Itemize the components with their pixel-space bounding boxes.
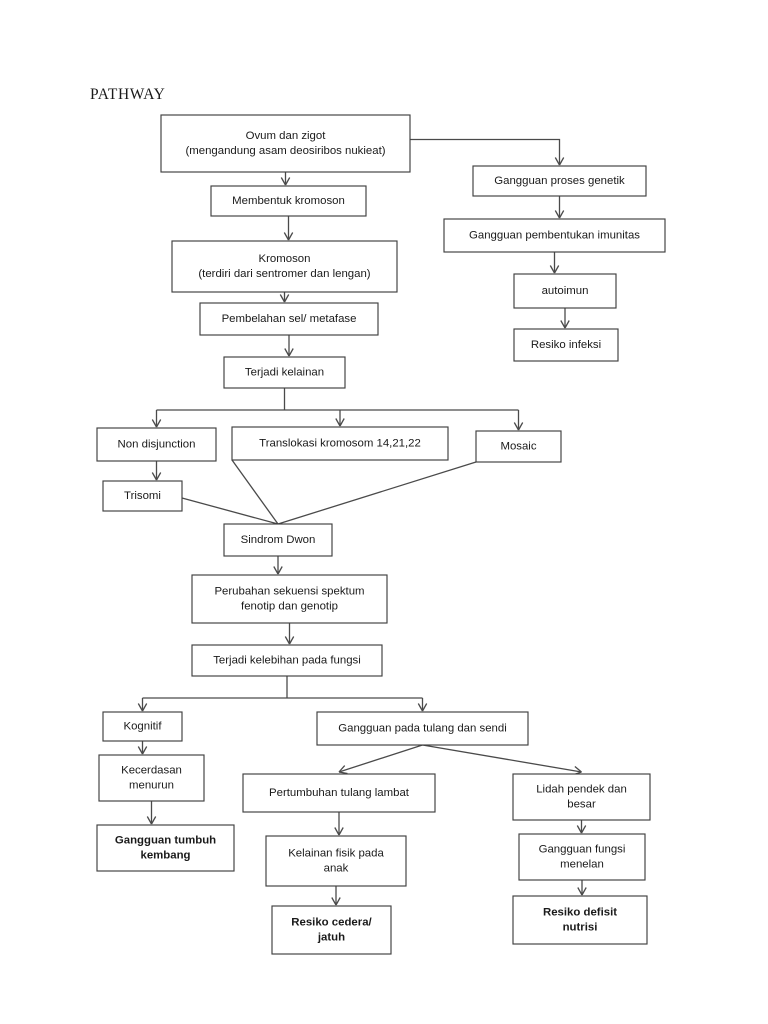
flow-node-label: Pembelahan sel/ metafase [222, 313, 357, 325]
flow-node: Resiko defisit nutrisi [512, 895, 648, 945]
flow-node-label: Gangguan tumbuh [115, 834, 216, 846]
flow-edge [284, 636, 295, 645]
flow-node: Non disjunction [96, 427, 217, 462]
flow-node: Mosaic [475, 430, 562, 463]
flow-node: Pembelahan sel/ metafase [199, 302, 379, 336]
flow-node-label: Kromoson [259, 253, 311, 265]
flow-edge [410, 138, 561, 165]
flow-node: Trisomi [102, 480, 183, 512]
flow-node: Sindrom Dwon [223, 523, 333, 557]
flow-node: Membentuk kromoson [210, 185, 367, 217]
flow-node-label: Gangguan fungsi [539, 843, 626, 855]
flow-edge [137, 703, 148, 712]
flow-node: Kelainan fisik pada anak [265, 835, 407, 887]
flow-node-label: nutrisi [563, 922, 598, 934]
flow-node-label: Membentuk kromoson [232, 195, 345, 207]
flow-edge [284, 348, 294, 357]
flow-node-label: Ovum dan zigot [246, 130, 327, 142]
page-title: PATHWAY [90, 86, 166, 103]
flow-node-label: Resiko defisit [543, 906, 617, 918]
flow-edge [181, 497, 279, 525]
flow-node-label: menelan [560, 859, 604, 871]
flow-node: Pertumbuhan tulang lambat [242, 773, 436, 813]
flow-node: Kognitif [102, 711, 183, 742]
flow-node: Terjadi kelebihan pada fungsi [191, 644, 383, 677]
flow-node-label: Mosaic [500, 441, 536, 453]
flow-edge [231, 459, 279, 525]
flow-edge [554, 157, 565, 166]
flow-edge [560, 320, 570, 329]
flow-edge [554, 210, 565, 219]
flow-node-label: Kelainan fisik pada [288, 847, 384, 859]
flow-node-label: Gangguan pada tulang dan sendi [338, 723, 506, 735]
flow-edge [338, 765, 348, 775]
flow-node-label: Sindrom Dwon [241, 534, 316, 546]
flow-node: Gangguan pada tulang dan sendi [316, 711, 529, 746]
flow-node-label: Resiko cedera/ [291, 916, 372, 928]
flow-node: Lidah pendek dan besar [512, 773, 651, 821]
flow-node: Gangguan pembentukan imunitas [443, 218, 666, 253]
flow-node-label: Kognitif [124, 721, 163, 733]
flow-edge [334, 827, 344, 836]
flow-node: Gangguan proses genetik [472, 165, 647, 197]
flow-node-label: Lidah pendek dan [536, 783, 627, 795]
flow-edge [137, 746, 148, 755]
flow-node-label: menurun [129, 780, 174, 792]
flow-node-label: Gangguan pembentukan imunitas [469, 230, 640, 242]
flow-node-label: Gangguan proses genetik [494, 175, 625, 187]
flow-node-label: Resiko infeksi [531, 339, 601, 351]
flow-node-label: (mengandung asam deosiribos nukieat) [185, 145, 385, 157]
flow-edge [273, 566, 283, 575]
flow-edge [576, 825, 587, 834]
flow-edge [146, 816, 157, 825]
flow-node-label: fenotip dan genotip [241, 601, 338, 613]
flow-edge [280, 177, 291, 186]
flow-node: Kromoson (terdiri dari sentromer dan leng… [171, 240, 398, 293]
flow-node-label: (terdiri dari sentromer dan lengan) [198, 268, 370, 280]
flow-node-label: Terjadi kelebihan pada fungsi [213, 655, 361, 667]
flow-node: Perubahan sekuensi spektum fenotip dan ge… [191, 574, 388, 624]
flow-node-label: Pertumbuhan tulang lambat [269, 787, 410, 799]
flow-node-label: Translokasi kromosom 14,21,22 [259, 438, 421, 450]
flow-edge [513, 422, 524, 431]
flow-edge [577, 887, 587, 896]
flow-edge [279, 294, 290, 303]
flow-edge [417, 703, 428, 712]
flow-edge [151, 419, 162, 428]
flow-node-label: Perubahan sekuensi spektum [214, 585, 364, 597]
flow-node: Translokasi kromosom 14,21,22 [231, 426, 449, 461]
flow-node: Kecerdasan menurun [98, 754, 205, 802]
flow-node-label: anak [324, 863, 349, 875]
flow-edge [151, 472, 162, 481]
flow-node-label: jatuh [317, 932, 345, 944]
flow-edge [422, 744, 582, 773]
flow-node: autoimun [513, 273, 617, 309]
flow-node-label: Terjadi kelainan [245, 367, 324, 379]
node-layer: Ovum dan zigot (mengandung asam deosiribo… [96, 114, 666, 955]
flow-node: Ovum dan zigot (mengandung asam deosiribo… [160, 114, 411, 173]
flow-node-label: Kecerdasan [121, 764, 182, 776]
flow-edge [283, 232, 294, 241]
flow-edge [277, 461, 477, 525]
flow-node-label: autoimun [542, 285, 589, 297]
flow-edge [549, 265, 560, 274]
flow-node: Terjadi kelainan [223, 356, 346, 389]
flow-node: Gangguan tumbuh kembang [96, 824, 235, 872]
flow-edge [335, 418, 345, 427]
flow-node: Gangguan fungsi menelan [518, 833, 646, 881]
flow-edge [338, 744, 423, 773]
flow-node: Resiko cedera/jatuh [271, 905, 392, 955]
flow-node-label: kembang [140, 850, 190, 862]
flow-node-label: Trisomi [124, 490, 161, 502]
flow-edge [331, 897, 341, 906]
flow-node-label: besar [567, 799, 596, 811]
flow-node: Resiko infeksi [513, 328, 619, 362]
flow-node-label: Non disjunction [118, 439, 196, 451]
